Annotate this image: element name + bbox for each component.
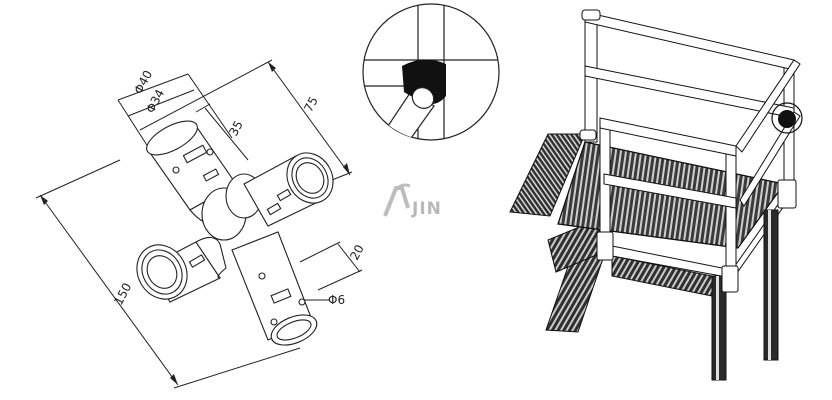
dim-line-d34 (127, 89, 195, 117)
dim-text-d34: Φ34 (143, 87, 167, 115)
detail-magnifier (362, 3, 500, 141)
dim-line-20 (337, 243, 361, 273)
railing-platform-drawing (509, 9, 803, 381)
dim-line-35 (204, 107, 249, 161)
dim-line-75 (267, 61, 351, 176)
pipe-fitting-drawing: Φ40 Φ34 35 75 150 20 Φ6 (35, 59, 367, 389)
dim-line-d40 (117, 73, 189, 101)
watermark-logo-icon: JIN (383, 183, 442, 219)
ext-line-150-bottom (173, 347, 301, 389)
dim-text-d6: Φ6 (328, 293, 345, 307)
detail-callout-circle (771, 102, 803, 134)
watermark-text: JIN (411, 199, 442, 219)
dim-text-150: 150 (111, 281, 134, 308)
fitting-body (136, 120, 334, 346)
dim-line-150 (39, 194, 179, 386)
dim-text-75: 75 (301, 94, 321, 114)
dim-text-20: 20 (347, 242, 367, 262)
dim-text-35: 35 (226, 118, 246, 138)
railing (579, 9, 801, 293)
ext-line-75-top (139, 59, 273, 131)
ext-line-150-top (35, 159, 121, 199)
